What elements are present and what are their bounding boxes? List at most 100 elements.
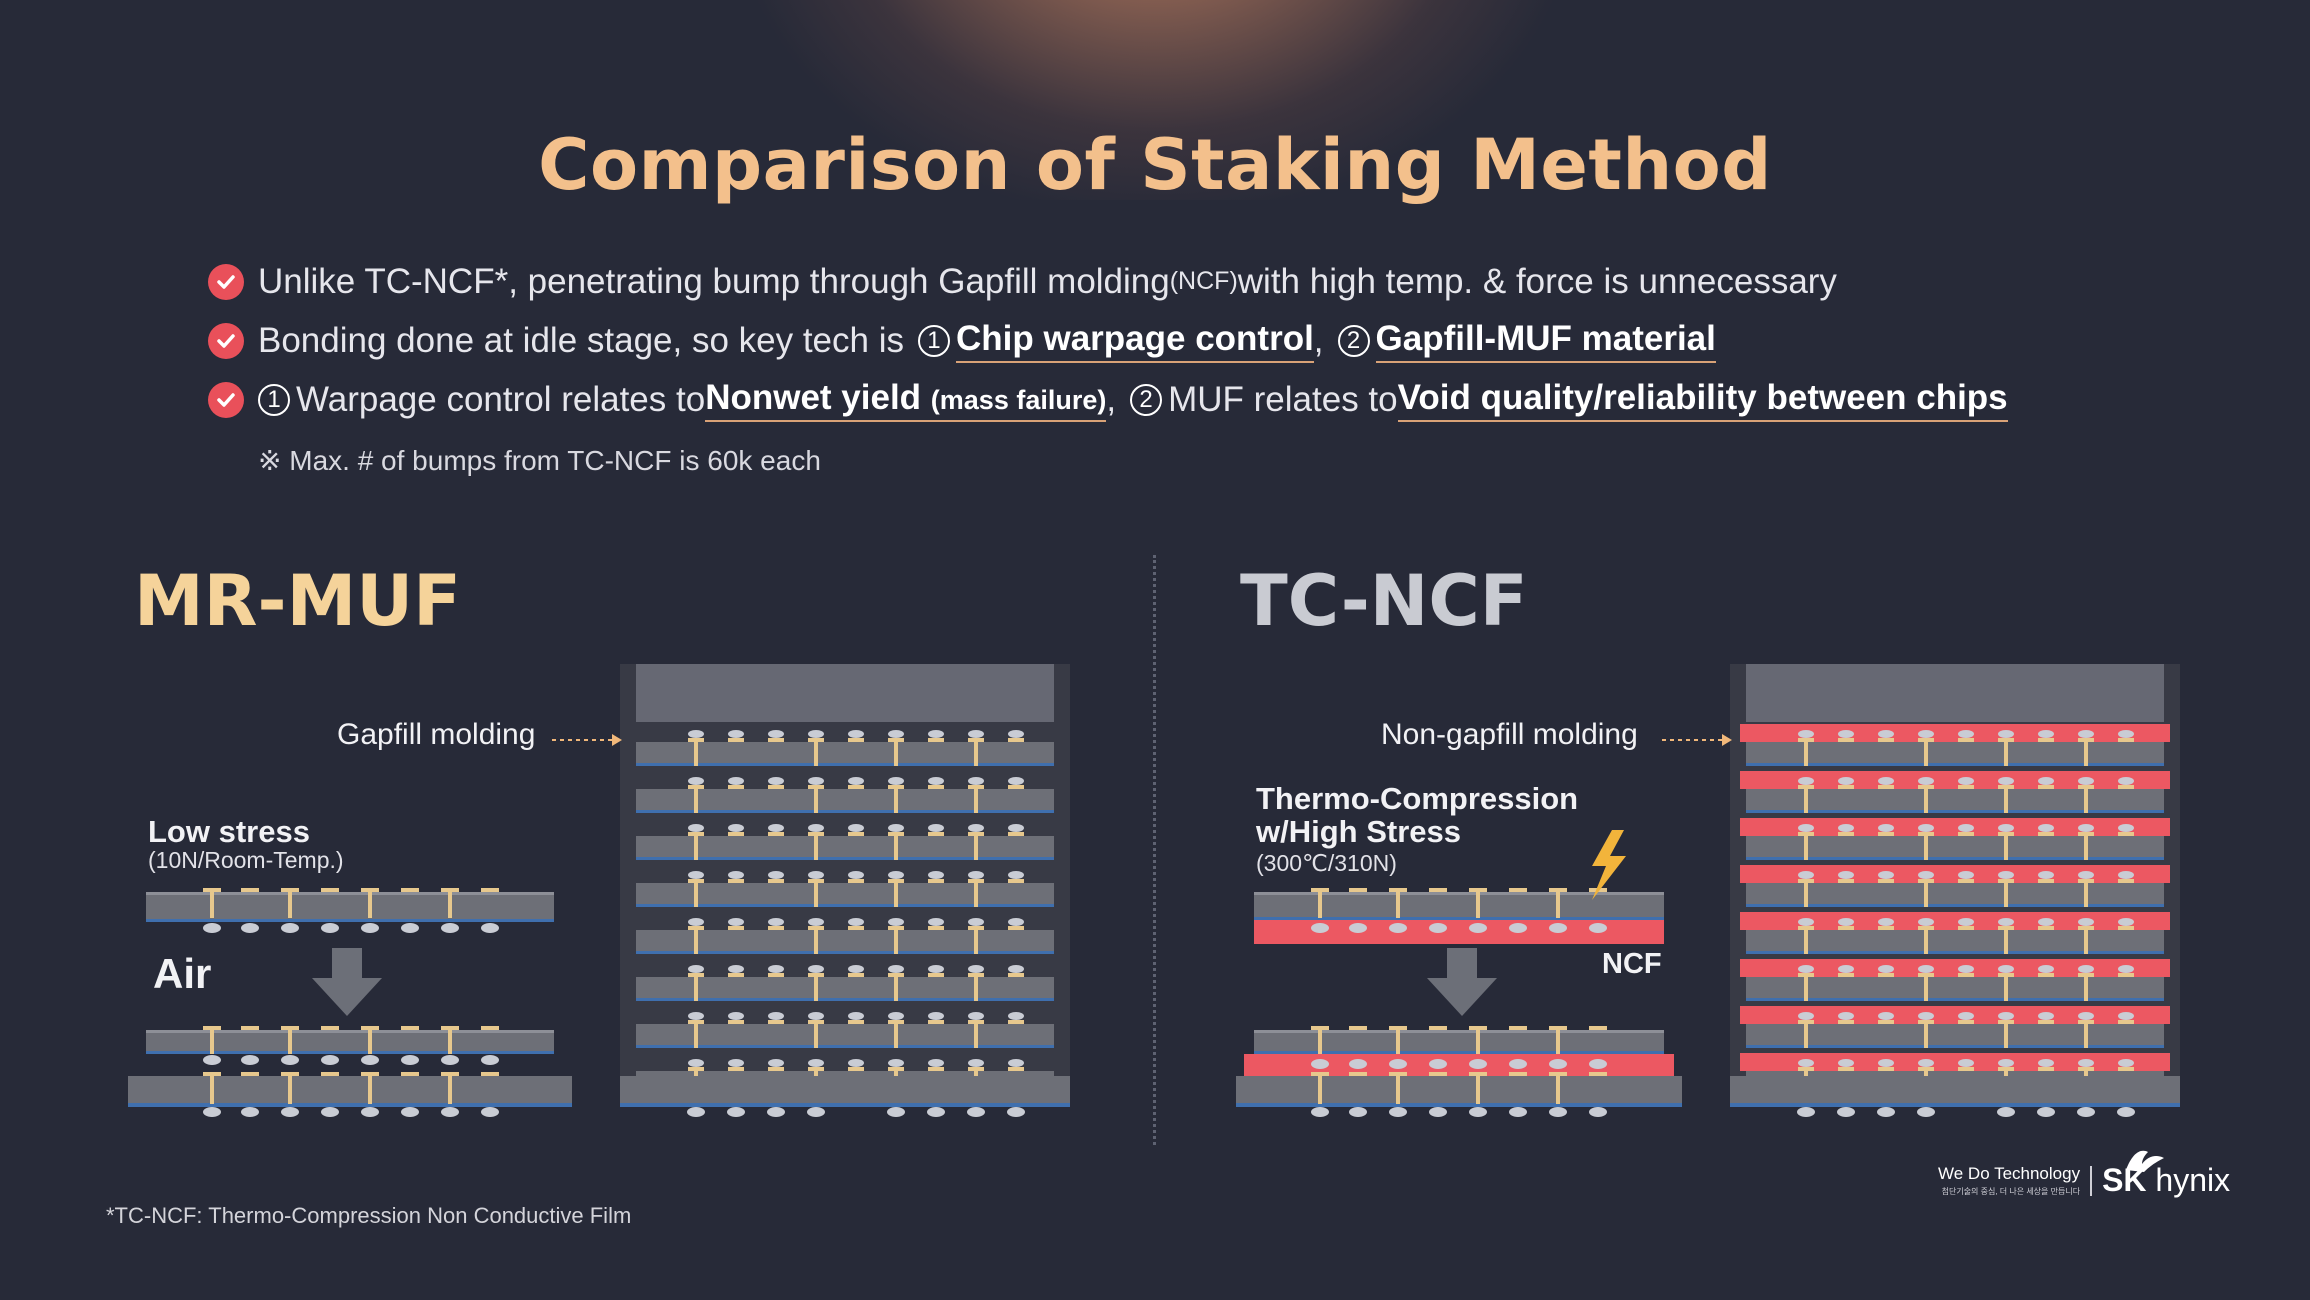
solder-bump bbox=[1797, 1107, 1815, 1117]
base-substrate-rdl bbox=[1730, 1103, 2180, 1107]
bump-pad bbox=[728, 1020, 744, 1024]
tsv-via bbox=[1804, 742, 1808, 766]
bump-pad bbox=[688, 738, 704, 742]
bump-pad bbox=[728, 832, 744, 836]
non-gapfill-molding-label: Non-gapfill molding bbox=[1381, 718, 1638, 751]
tsv-via bbox=[2084, 930, 2088, 954]
solder-bump bbox=[808, 918, 824, 926]
check-icon bbox=[208, 263, 244, 300]
chip-die-highlight bbox=[1254, 892, 1664, 895]
bump-pad bbox=[1008, 926, 1024, 930]
solder-bump bbox=[1878, 965, 1894, 973]
stack-arrow-head bbox=[312, 978, 382, 1016]
stacked-die bbox=[636, 1024, 1054, 1048]
solder-bump bbox=[2078, 1012, 2094, 1020]
bump-pad bbox=[361, 888, 379, 892]
solder-bump bbox=[1878, 777, 1894, 785]
lightning-icon bbox=[1592, 830, 1626, 900]
bump-pad bbox=[928, 926, 944, 930]
bump-pad bbox=[203, 1026, 221, 1030]
solder-bump bbox=[321, 1055, 339, 1065]
tsv-via bbox=[1924, 883, 1928, 907]
solder-bump bbox=[1878, 1012, 1894, 1020]
solder-bump bbox=[728, 1059, 744, 1067]
tsv-via bbox=[1318, 1076, 1322, 1104]
solder-bump bbox=[968, 871, 984, 879]
stacked-die bbox=[636, 789, 1054, 813]
solder-bump bbox=[2037, 1107, 2055, 1117]
solder-bump bbox=[808, 730, 824, 738]
tsv-via bbox=[210, 892, 214, 918]
solder-bump bbox=[888, 871, 904, 879]
bump-pad bbox=[1878, 785, 1894, 789]
solder-bump bbox=[1349, 1107, 1367, 1117]
bump-pad bbox=[321, 1026, 339, 1030]
bump-pad bbox=[203, 888, 221, 892]
solder-bump bbox=[1997, 1107, 2015, 1117]
bump-pad bbox=[1469, 1026, 1487, 1030]
bump-pad bbox=[688, 832, 704, 836]
bump-pad bbox=[281, 1026, 299, 1030]
solder-bump bbox=[2118, 871, 2134, 879]
tsv-via bbox=[1318, 1030, 1322, 1054]
circled-number-1: 1 bbox=[917, 324, 950, 357]
page-title: Comparison of Staking Method bbox=[538, 124, 1772, 206]
bump-pad bbox=[848, 738, 864, 742]
tsv-via bbox=[694, 1024, 698, 1048]
stacked-die-rdl bbox=[1746, 857, 2164, 860]
solder-bump bbox=[848, 1059, 864, 1067]
bump-pad bbox=[1998, 926, 2014, 930]
bump-pad bbox=[768, 738, 784, 742]
stack-top-die bbox=[636, 664, 1054, 722]
solder-bump bbox=[1958, 871, 1974, 879]
stacked-die bbox=[1746, 789, 2164, 813]
solder-bump bbox=[688, 918, 704, 926]
tsv-via bbox=[2004, 883, 2008, 907]
bump-pad bbox=[1958, 738, 1974, 742]
bump-pad bbox=[2078, 738, 2094, 742]
check-icon bbox=[208, 322, 244, 359]
bump-pad bbox=[768, 1067, 784, 1071]
solder-bump bbox=[1798, 730, 1814, 738]
chip-die-highlight bbox=[146, 1030, 554, 1033]
bump-pad bbox=[968, 738, 984, 742]
solder-bump bbox=[688, 1012, 704, 1020]
solder-bump bbox=[1958, 965, 1974, 973]
solder-bump bbox=[768, 965, 784, 973]
bump-pad bbox=[928, 879, 944, 883]
solder-bump bbox=[928, 1059, 944, 1067]
bump-pad bbox=[2038, 879, 2054, 883]
solder-bump bbox=[1918, 730, 1934, 738]
solder-bump bbox=[1008, 777, 1024, 785]
bump-pad bbox=[728, 879, 744, 883]
bump-pad bbox=[441, 888, 459, 892]
bump-pad bbox=[1838, 1020, 1854, 1024]
bump-pad bbox=[768, 785, 784, 789]
bump-pad bbox=[2078, 1067, 2094, 1071]
solder-bump bbox=[2078, 824, 2094, 832]
bump-pad bbox=[1008, 1020, 1024, 1024]
bump-pad bbox=[1008, 879, 1024, 883]
bump-pad bbox=[1998, 1020, 2014, 1024]
bump-pad bbox=[321, 1072, 339, 1076]
bump-pad bbox=[1798, 1020, 1814, 1024]
solder-bump bbox=[1918, 965, 1934, 973]
bump-pad bbox=[888, 832, 904, 836]
solder-bump bbox=[2038, 871, 2054, 879]
bump-pad bbox=[1958, 973, 1974, 977]
solder-bump bbox=[1589, 923, 1607, 933]
solder-bump bbox=[1838, 777, 1854, 785]
tsv-via bbox=[894, 789, 898, 813]
solder-bump bbox=[1007, 1107, 1025, 1117]
solder-bump bbox=[401, 1055, 419, 1065]
tsv-via bbox=[894, 836, 898, 860]
tsv-via bbox=[2084, 1024, 2088, 1048]
solder-bump bbox=[968, 777, 984, 785]
solder-bump bbox=[241, 1055, 259, 1065]
bump-pad bbox=[1918, 926, 1934, 930]
solder-bump bbox=[808, 1059, 824, 1067]
tsv-via bbox=[2084, 742, 2088, 766]
tsv-via bbox=[974, 836, 978, 860]
bump-pad bbox=[888, 973, 904, 977]
solder-bump bbox=[1838, 871, 1854, 879]
